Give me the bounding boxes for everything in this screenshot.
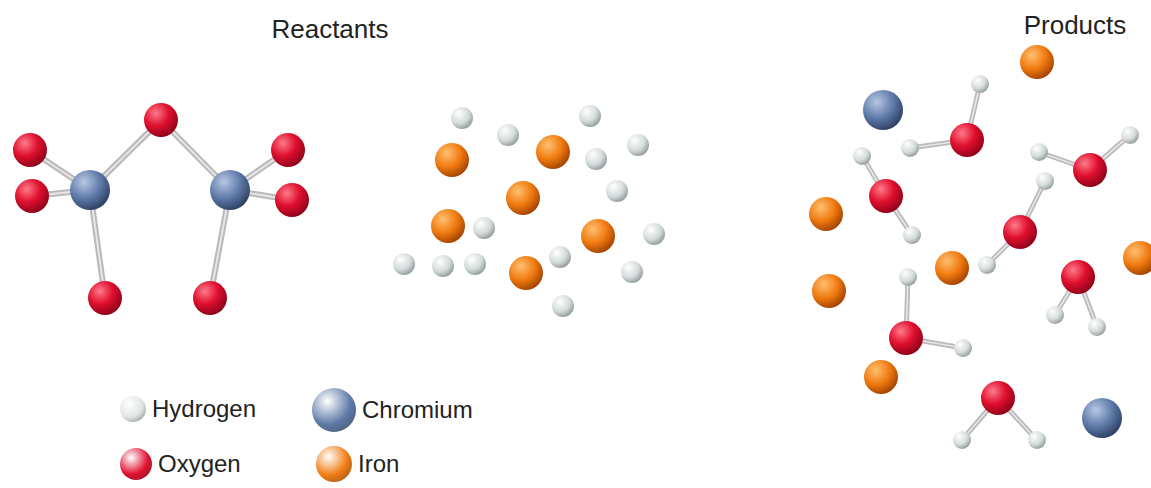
- atom: [1088, 318, 1106, 336]
- legend-swatch: [316, 446, 352, 482]
- section-heading: Reactants: [271, 14, 388, 45]
- atom: [899, 268, 917, 286]
- atom: [432, 255, 454, 277]
- atom: [88, 281, 122, 315]
- legend-swatch: [120, 396, 146, 422]
- atom: [606, 180, 628, 202]
- atom: [144, 103, 178, 137]
- atom: [1030, 143, 1048, 161]
- atom: [15, 179, 49, 213]
- legend-entry: Chromium: [312, 388, 473, 432]
- atom: [435, 143, 469, 177]
- atom: [978, 256, 996, 274]
- section-heading: Products: [1024, 10, 1127, 41]
- atom: [581, 219, 615, 253]
- legend-text: Chromium: [362, 396, 473, 424]
- legend-entry: Hydrogen: [120, 395, 256, 423]
- atom: [70, 170, 110, 210]
- atom: [451, 107, 473, 129]
- legend-swatch: [120, 448, 152, 480]
- atom: [1123, 241, 1151, 275]
- atom: [954, 339, 972, 357]
- legend-entry: Iron: [316, 446, 399, 482]
- atom: [953, 431, 971, 449]
- legend-entry: Oxygen: [120, 448, 241, 480]
- atom: [497, 124, 519, 146]
- atom: [1020, 45, 1054, 79]
- legend-swatch: [312, 388, 356, 432]
- atom: [1061, 260, 1095, 294]
- atom: [864, 360, 898, 394]
- atom: [506, 181, 540, 215]
- legend-text: Hydrogen: [152, 395, 256, 423]
- atom: [271, 133, 305, 167]
- atom: [869, 179, 903, 213]
- atom: [889, 321, 923, 355]
- atom: [552, 295, 574, 317]
- atom: [627, 134, 649, 156]
- atom: [621, 261, 643, 283]
- atom: [464, 253, 486, 275]
- atom: [935, 251, 969, 285]
- atom: [579, 105, 601, 127]
- atom: [431, 209, 465, 243]
- atom: [1003, 215, 1037, 249]
- atom: [812, 274, 846, 308]
- atom: [853, 147, 871, 165]
- atom: [1036, 172, 1054, 190]
- atom: [393, 253, 415, 275]
- atom: [275, 183, 309, 217]
- atom: [1082, 398, 1122, 438]
- atom: [863, 90, 903, 130]
- atom: [585, 148, 607, 170]
- atom: [549, 246, 571, 268]
- legend-text: Iron: [358, 450, 399, 478]
- atom: [473, 217, 495, 239]
- atom: [809, 197, 843, 231]
- atom: [971, 75, 989, 93]
- atom: [1028, 431, 1046, 449]
- atom: [950, 123, 984, 157]
- atom: [13, 133, 47, 167]
- atom: [210, 170, 250, 210]
- atom: [1073, 153, 1107, 187]
- legend-text: Oxygen: [158, 450, 241, 478]
- atom: [643, 223, 665, 245]
- atom: [1121, 126, 1139, 144]
- atom: [193, 281, 227, 315]
- atom: [901, 139, 919, 157]
- atom: [536, 135, 570, 169]
- atom: [509, 256, 543, 290]
- atom: [981, 381, 1015, 415]
- atom: [1046, 306, 1064, 324]
- atom: [903, 226, 921, 244]
